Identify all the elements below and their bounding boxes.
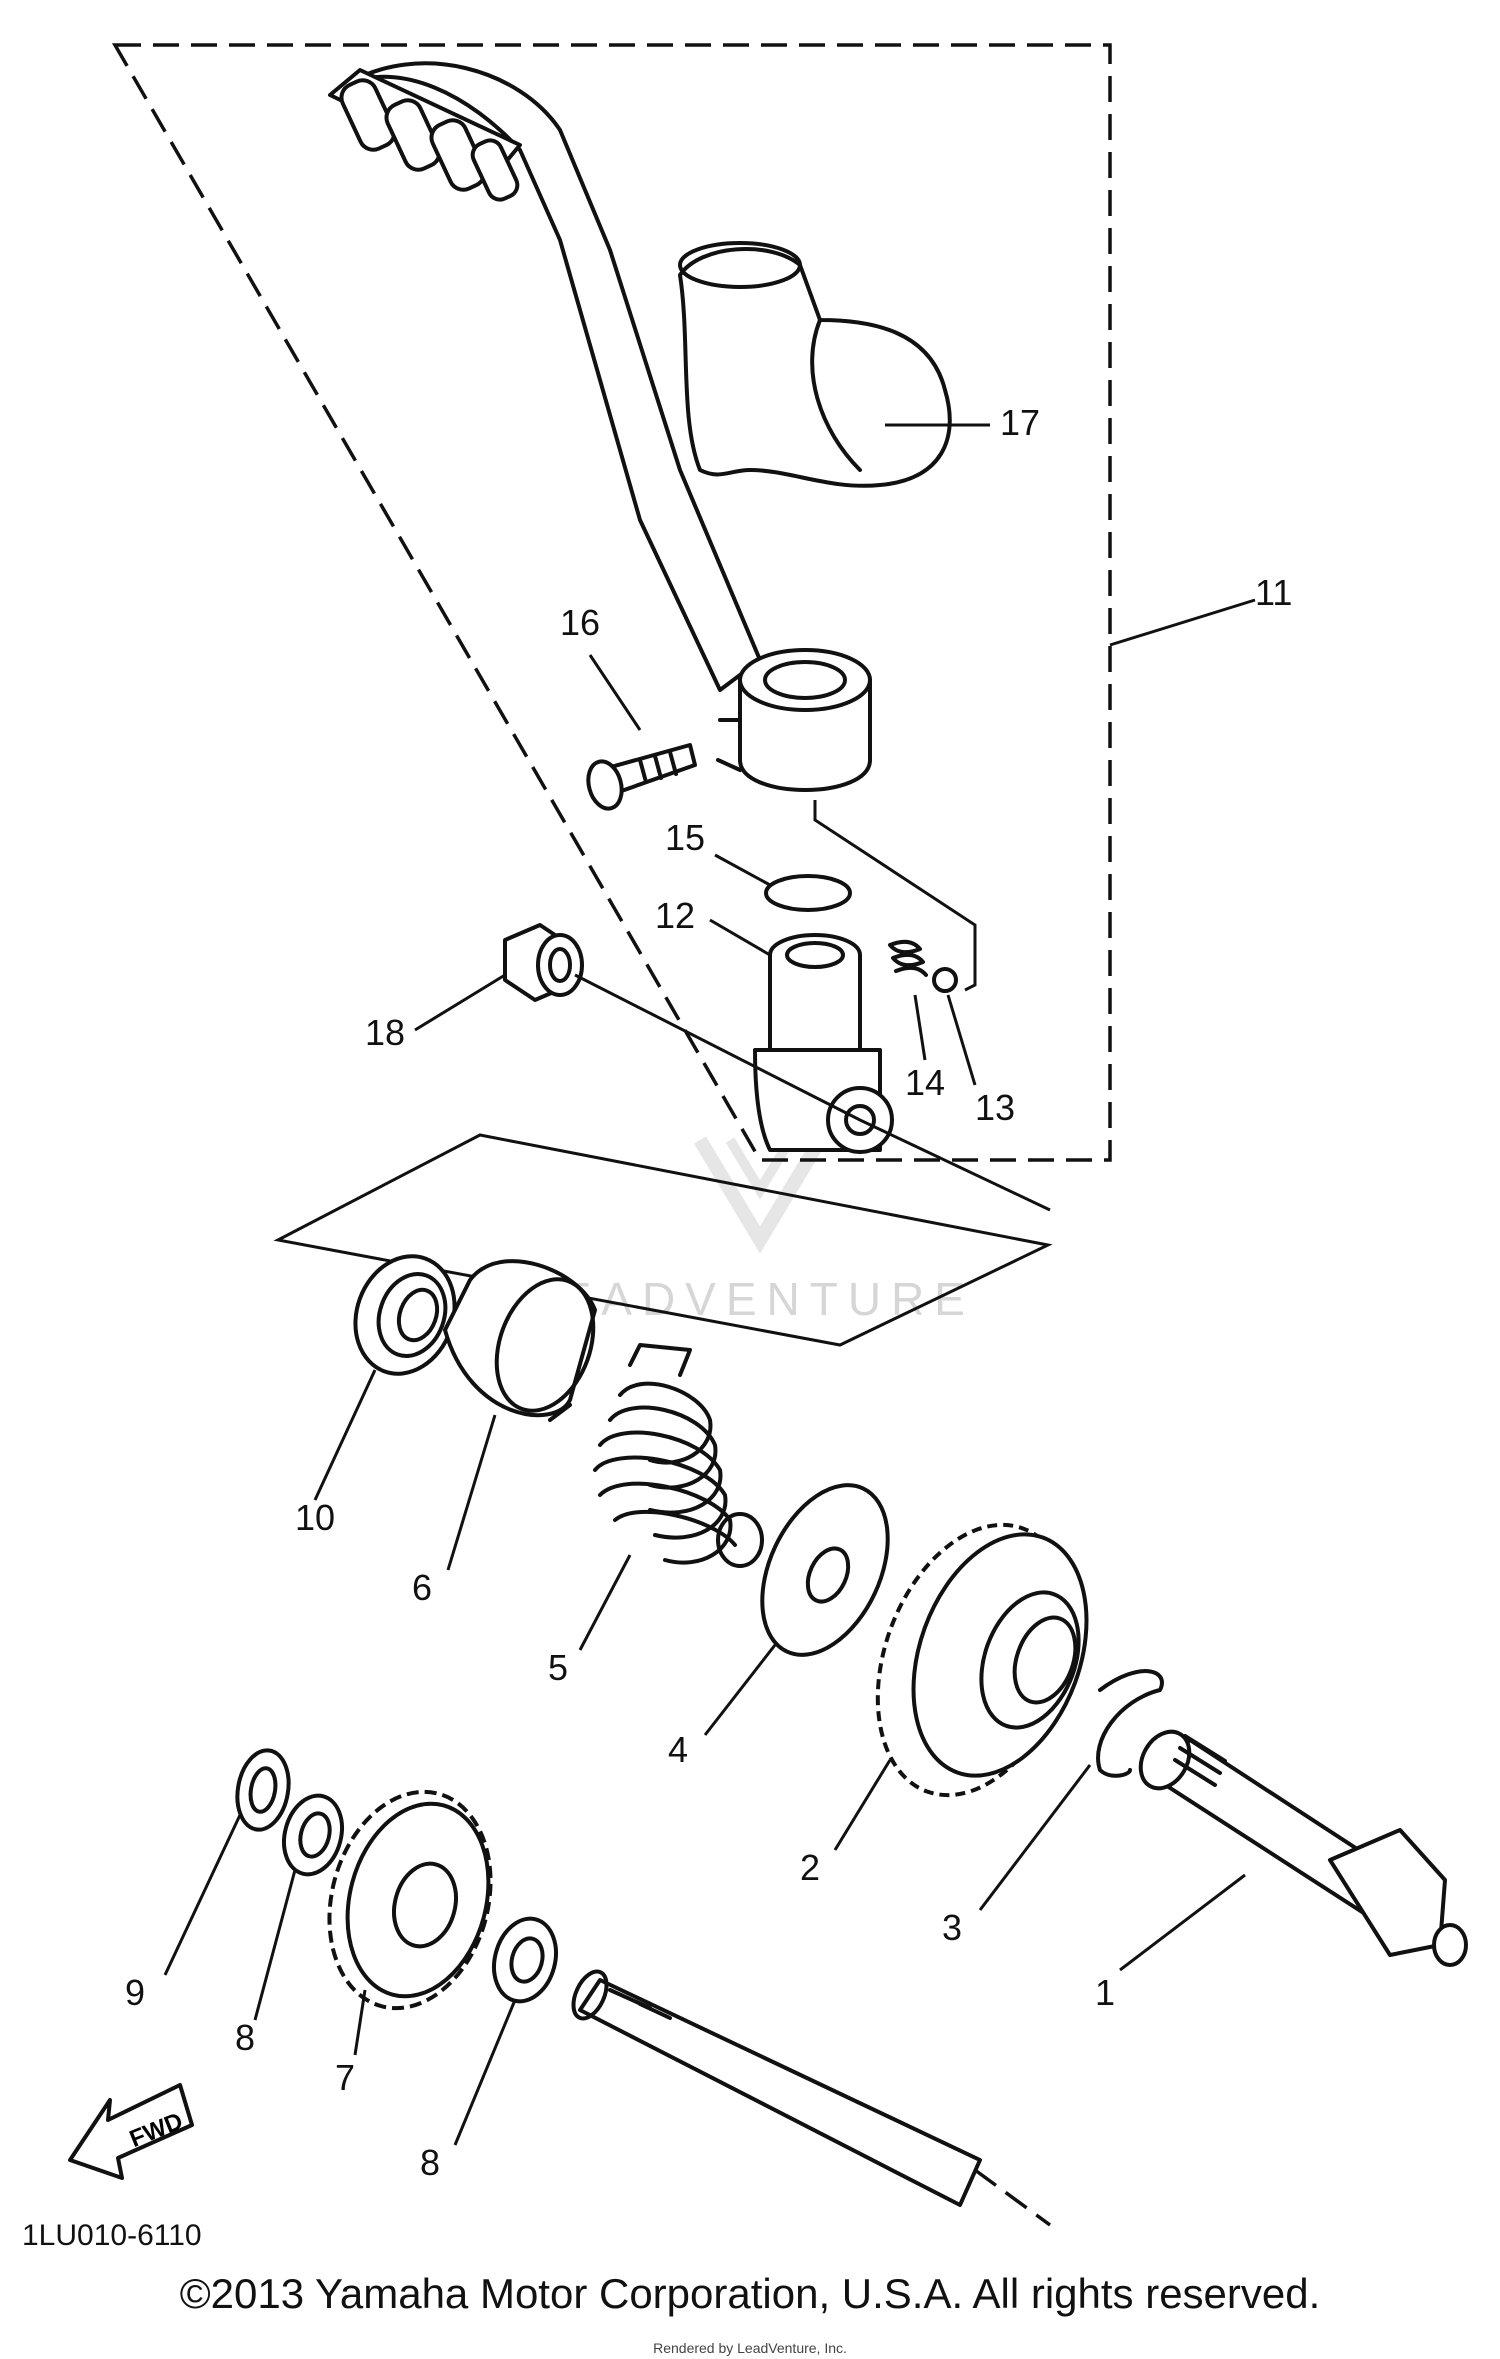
kick-boss [753,933,894,1154]
circlip-inner [248,1766,278,1814]
leader-lines [163,423,1256,2146]
clip [1096,1669,1164,1778]
kick-gear [875,1522,1089,1798]
flange-nut [503,923,584,1002]
forward-arrow-icon: FWD [68,2083,194,2180]
kick-crank-boot [678,241,952,488]
renderer-credit: Rendered by LeadVenture, Inc. [653,2340,847,2356]
callout-8-upper: 8 [235,2017,255,2058]
callout-12: 12 [655,895,695,936]
assembly-bracket [813,800,977,992]
thrust-washer-upper [282,1793,344,1877]
callout-15: 15 [665,817,705,858]
callout-18: 18 [365,1012,405,1053]
main-shaft [571,1969,1052,2227]
callout-9: 9 [125,1972,145,2013]
kick-spring-small [888,939,928,977]
thrust-washer-lower-inner [509,1936,545,1984]
diagram-code: 1LU010-6110 [22,2219,202,2252]
callout-5: 5 [548,1647,568,1688]
callout-17: 17 [1000,402,1040,443]
callout-16: 16 [560,602,600,643]
ball [932,967,958,993]
thrust-washer-upper-inner [298,1811,332,1859]
plain-washer [760,1483,890,1657]
assembly-11-outline [111,43,1112,1162]
callout-3: 3 [942,1907,962,1948]
oil-seal [353,1254,457,1376]
kick-axle [1138,1729,1468,1967]
callout-11: 11 [1255,572,1292,613]
kick-crank [328,61,872,792]
shaft-axis-line [574,973,1051,1212]
collar [443,1259,597,1422]
callout-10: 10 [295,1497,335,1538]
callout-8-lower: 8 [420,2142,440,2183]
callout-6: 6 [412,1567,432,1608]
o-ring [764,874,852,912]
callout-1: 1 [1095,1972,1115,2013]
callout-14: 14 [905,1062,945,1103]
copyright-notice: ©2013 Yamaha Motor Corporation, U.S.A. A… [179,2270,1321,2317]
callout-2: 2 [800,1847,820,1888]
crank-bolt [586,743,697,811]
callout-13: 13 [975,1087,1015,1128]
callout-4: 4 [668,1729,688,1770]
torsion-spring [593,1343,764,1568]
kick-idle-gear [327,1789,493,2011]
thrust-washer-lower [492,1916,558,2004]
seal-area-outline [273,1133,1053,1347]
circlip [235,1748,291,1832]
callout-7: 7 [335,2057,355,2098]
